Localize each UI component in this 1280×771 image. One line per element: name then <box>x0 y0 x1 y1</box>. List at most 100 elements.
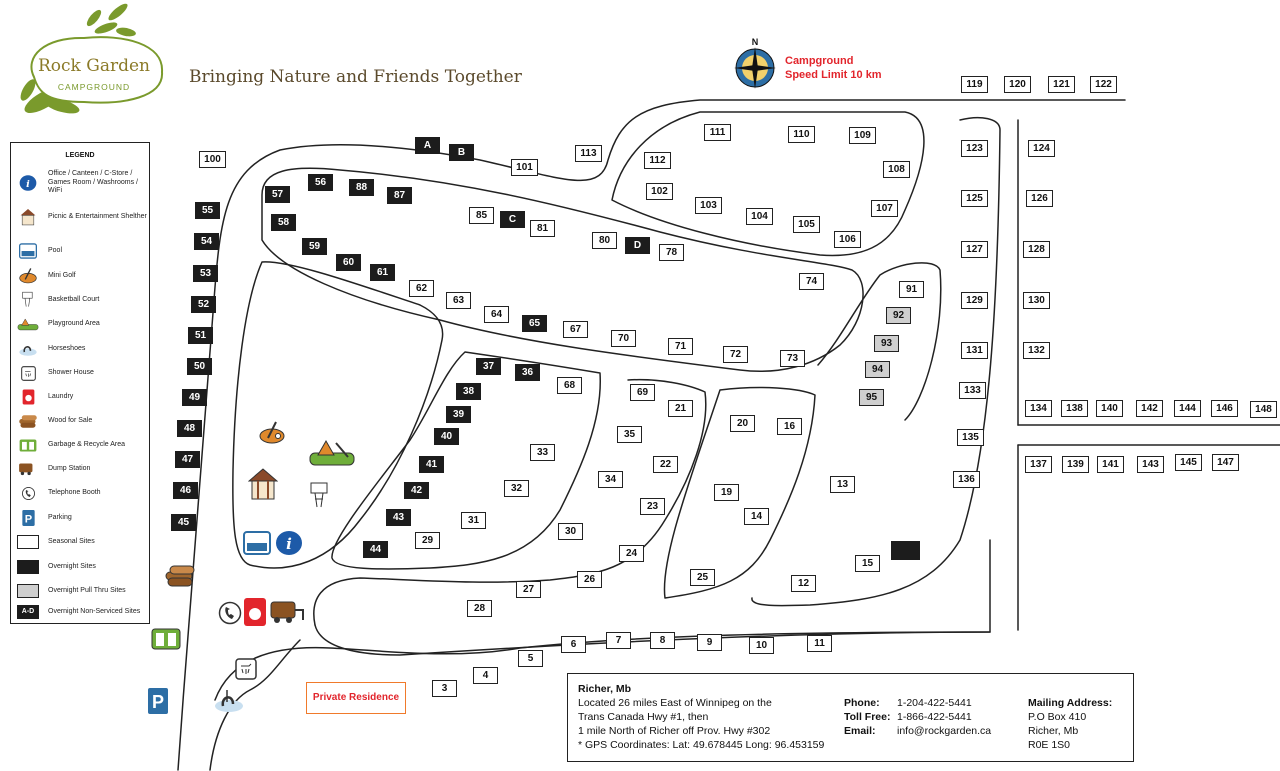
site-12[interactable]: 12 <box>791 575 816 592</box>
site-42[interactable]: 42 <box>404 482 429 499</box>
site-39[interactable]: 39 <box>446 406 471 423</box>
site-37[interactable]: 37 <box>476 358 501 375</box>
site-102[interactable]: 102 <box>646 183 673 200</box>
site-122[interactable]: 122 <box>1090 76 1117 93</box>
site-85[interactable]: 85 <box>469 207 494 224</box>
site-26[interactable]: 26 <box>577 571 602 588</box>
site-41[interactable]: 41 <box>419 456 444 473</box>
site-138[interactable]: 138 <box>1061 400 1088 417</box>
site-40[interactable]: 40 <box>434 428 459 445</box>
site-c[interactable]: C <box>500 211 525 228</box>
site-49[interactable]: 49 <box>182 389 207 406</box>
site-91[interactable]: 91 <box>899 281 924 298</box>
site-59[interactable]: 59 <box>302 238 327 255</box>
site-143[interactable]: 143 <box>1137 456 1164 473</box>
site-51[interactable]: 51 <box>188 327 213 344</box>
site-9[interactable]: 9 <box>697 634 722 651</box>
site-139[interactable]: 139 <box>1062 456 1089 473</box>
site-36[interactable]: 36 <box>515 364 540 381</box>
site-54[interactable]: 54 <box>194 233 219 250</box>
site-64[interactable]: 64 <box>484 306 509 323</box>
site-113[interactable]: 113 <box>575 145 602 162</box>
site-63[interactable]: 63 <box>446 292 471 309</box>
site-11[interactable]: 11 <box>807 635 832 652</box>
site-57[interactable]: 57 <box>265 186 290 203</box>
site-137[interactable]: 137 <box>1025 456 1052 473</box>
site-35[interactable]: 35 <box>617 426 642 443</box>
site-43[interactable]: 43 <box>386 509 411 526</box>
site-132[interactable]: 132 <box>1023 342 1050 359</box>
site-123[interactable]: 123 <box>961 140 988 157</box>
site-94[interactable]: 94 <box>865 361 890 378</box>
site-29[interactable]: 29 <box>415 532 440 549</box>
site-34[interactable]: 34 <box>598 471 623 488</box>
site-74[interactable]: 74 <box>799 273 824 290</box>
tollfree-number[interactable]: 1-866-422-5441 <box>897 711 972 723</box>
site-70[interactable]: 70 <box>611 330 636 347</box>
site-21[interactable]: 21 <box>668 400 693 417</box>
site-121[interactable]: 121 <box>1048 76 1075 93</box>
site-93[interactable]: 93 <box>874 335 899 352</box>
site-47[interactable]: 47 <box>175 451 200 468</box>
site-128[interactable]: 128 <box>1023 241 1050 258</box>
site-144[interactable]: 144 <box>1174 400 1201 417</box>
site-124[interactable]: 124 <box>1028 140 1055 157</box>
site-61[interactable]: 61 <box>370 264 395 281</box>
site-147[interactable]: 147 <box>1212 454 1239 471</box>
site-145[interactable]: 145 <box>1175 454 1202 471</box>
site-50[interactable]: 50 <box>187 358 212 375</box>
site-88[interactable]: 88 <box>349 179 374 196</box>
site-134[interactable]: 134 <box>1025 400 1052 417</box>
site-103[interactable]: 103 <box>695 197 722 214</box>
site-62[interactable]: 62 <box>409 280 434 297</box>
site-a[interactable]: A <box>415 137 440 154</box>
site-72[interactable]: 72 <box>723 346 748 363</box>
site-95[interactable]: 95 <box>859 389 884 406</box>
site-52[interactable]: 52 <box>191 296 216 313</box>
site-105[interactable]: 105 <box>793 216 820 233</box>
site-141[interactable]: 141 <box>1097 456 1124 473</box>
site-71[interactable]: 71 <box>668 338 693 355</box>
site-60[interactable]: 60 <box>336 254 361 271</box>
site-20[interactable]: 20 <box>730 415 755 432</box>
site-13[interactable]: 13 <box>830 476 855 493</box>
site-24[interactable]: 24 <box>619 545 644 562</box>
site-28[interactable]: 28 <box>467 600 492 617</box>
site-119[interactable]: 119 <box>961 76 988 93</box>
site-23[interactable]: 23 <box>640 498 665 515</box>
site-100[interactable]: 100 <box>199 151 226 168</box>
site-16[interactable]: 16 <box>777 418 802 435</box>
site-104[interactable]: 104 <box>746 208 773 225</box>
site-111[interactable]: 111 <box>704 124 731 141</box>
email-link[interactable]: info@rockgarden.ca <box>897 725 992 737</box>
site-32[interactable]: 32 <box>504 480 529 497</box>
site-78[interactable]: 78 <box>659 244 684 261</box>
site-135[interactable]: 135 <box>957 429 984 446</box>
site-106[interactable]: 106 <box>834 231 861 248</box>
site-27[interactable]: 27 <box>516 581 541 598</box>
site-b[interactable]: B <box>449 144 474 161</box>
site-6[interactable]: 6 <box>561 636 586 653</box>
site-142[interactable]: 142 <box>1136 400 1163 417</box>
site-148[interactable]: 148 <box>1250 401 1277 418</box>
site-112[interactable]: 112 <box>644 152 671 169</box>
phone-number[interactable]: 1-204-422-5441 <box>897 697 972 709</box>
site-8[interactable]: 8 <box>650 632 675 649</box>
site-127[interactable]: 127 <box>961 241 988 258</box>
site-25[interactable]: 25 <box>690 569 715 586</box>
site-131[interactable]: 131 <box>961 342 988 359</box>
site-120[interactable]: 120 <box>1004 76 1031 93</box>
site-129[interactable]: 129 <box>961 292 988 309</box>
site-125[interactable]: 125 <box>961 190 988 207</box>
site-108[interactable]: 108 <box>883 161 910 178</box>
site-65[interactable]: 65 <box>522 315 547 332</box>
site-53[interactable]: 53 <box>193 265 218 282</box>
site-133[interactable]: 133 <box>959 382 986 399</box>
site-4[interactable]: 4 <box>473 667 498 684</box>
site-31[interactable]: 31 <box>461 512 486 529</box>
site-19[interactable]: 19 <box>714 484 739 501</box>
site-7[interactable]: 7 <box>606 632 631 649</box>
site-109[interactable]: 109 <box>849 127 876 144</box>
site-14[interactable]: 14 <box>744 508 769 525</box>
site-130[interactable]: 130 <box>1023 292 1050 309</box>
